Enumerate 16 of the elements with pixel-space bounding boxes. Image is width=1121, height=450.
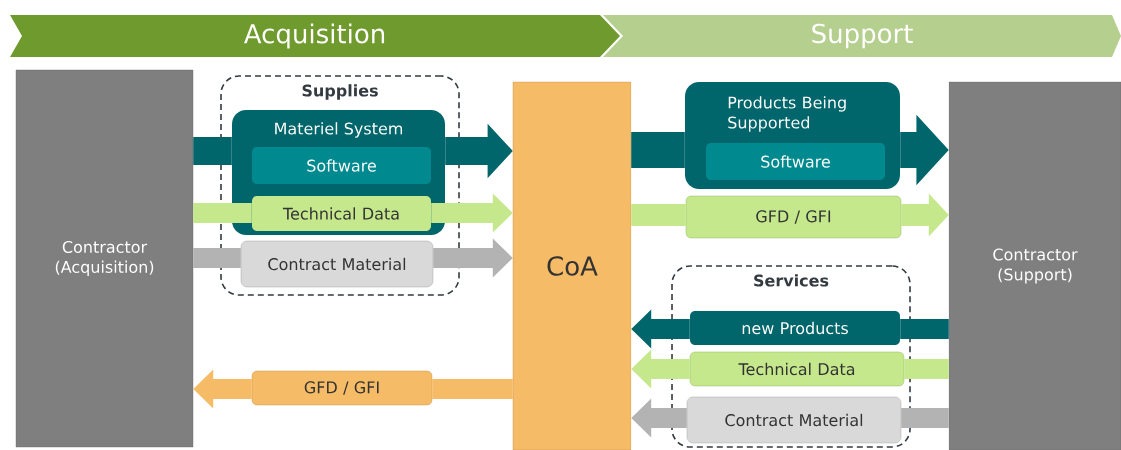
box: Software <box>252 147 431 184</box>
phase-banner: Support <box>603 15 1121 57</box>
box: Technical Data <box>252 196 431 231</box>
box: Software <box>706 143 885 180</box>
node-label: new Products <box>742 321 848 335</box>
box: Technical Data <box>689 351 905 387</box>
box: Contract Material <box>240 240 434 288</box>
node-label: Technical Data <box>282 207 399 220</box>
box: CoA <box>512 81 632 450</box>
box: Contract Material <box>686 396 902 444</box>
box: Contractor (Acquisition) <box>15 69 194 448</box>
box: GFD / GFI <box>685 195 902 239</box>
phase-banner: Acquisition <box>10 15 620 57</box>
box: new Products <box>690 311 900 345</box>
box: Contractor (Support) <box>948 81 1121 450</box>
box: GFD / GFI <box>251 370 433 406</box>
